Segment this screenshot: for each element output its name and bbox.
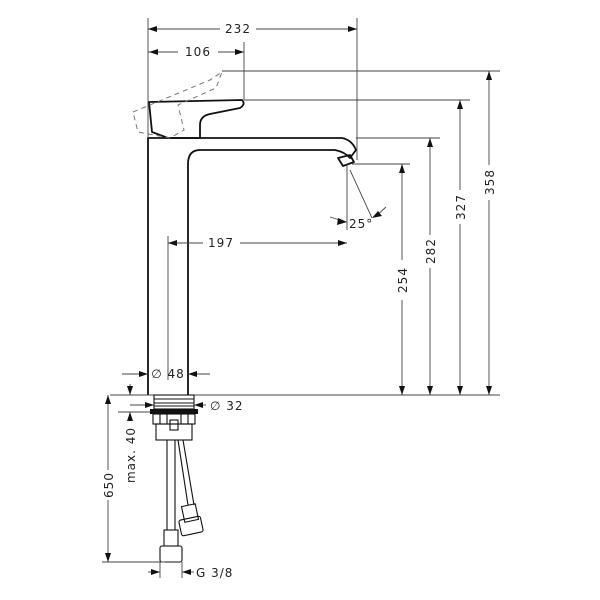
svg-text:∅ 48: ∅ 48 bbox=[151, 367, 185, 381]
dim-32: ∅ 32 bbox=[130, 399, 244, 413]
dim-angle-25: 25° bbox=[329, 206, 387, 231]
dim-max40: max. 40 bbox=[113, 384, 150, 483]
fixing-nut bbox=[152, 413, 196, 425]
svg-text:∅ 32: ∅ 32 bbox=[210, 399, 244, 413]
shank-thread bbox=[153, 394, 195, 410]
svg-text:25°: 25° bbox=[349, 217, 373, 231]
dim-232: 232 bbox=[148, 22, 357, 36]
connector-nut-right bbox=[178, 515, 204, 537]
dim-254: 254 bbox=[396, 164, 410, 395]
svg-text:327: 327 bbox=[454, 194, 468, 220]
dim-282: 282 bbox=[424, 138, 438, 395]
svg-text:G 3/8: G 3/8 bbox=[196, 566, 233, 580]
svg-text:358: 358 bbox=[483, 169, 497, 195]
handle-open-position bbox=[132, 70, 224, 139]
faucet-body bbox=[110, 70, 500, 563]
aerator bbox=[337, 154, 355, 167]
svg-text:197: 197 bbox=[208, 236, 234, 250]
dim-197: 197 bbox=[168, 236, 347, 250]
svg-text:650: 650 bbox=[102, 472, 116, 498]
svg-text:282: 282 bbox=[424, 238, 438, 264]
svg-text:232: 232 bbox=[225, 22, 251, 36]
svg-text:max. 40: max. 40 bbox=[124, 427, 138, 483]
svg-text:106: 106 bbox=[185, 45, 211, 59]
dim-327: 327 bbox=[454, 100, 468, 395]
dim-650: 650 bbox=[102, 395, 165, 563]
dim-g38: G 3/8 bbox=[148, 562, 233, 580]
handle bbox=[148, 99, 245, 139]
connector-nut-left bbox=[159, 545, 183, 563]
hose-right bbox=[177, 439, 189, 506]
fixing-washer bbox=[150, 409, 198, 414]
extension-lines bbox=[147, 18, 500, 380]
dim-48: ∅ 48 bbox=[122, 367, 210, 381]
dim-106: 106 bbox=[148, 45, 244, 59]
svg-text:254: 254 bbox=[396, 267, 410, 293]
dim-358: 358 bbox=[483, 71, 497, 395]
